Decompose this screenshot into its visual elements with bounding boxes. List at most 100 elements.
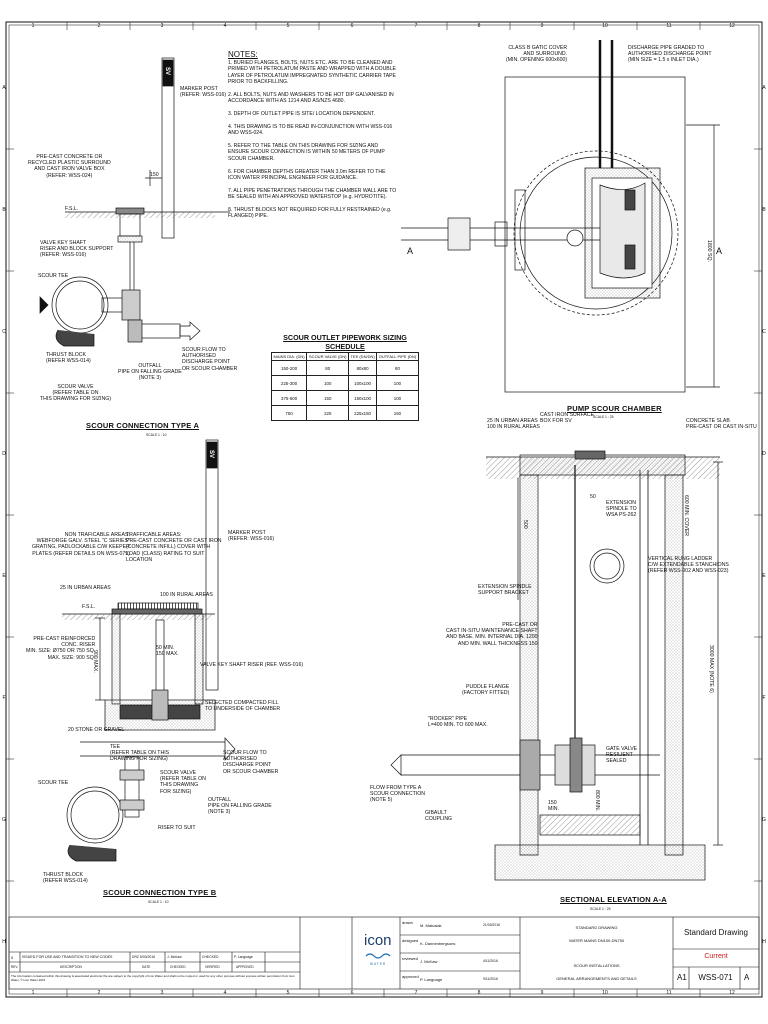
- grid-col-11-bottom: 11: [666, 990, 672, 996]
- dim-50-section: 50: [590, 494, 596, 500]
- table-cell: 150-200: [270, 360, 308, 376]
- grid-col-1-bottom: 1: [31, 990, 35, 996]
- dim-150-a: 150: [150, 172, 159, 178]
- notes-heading: NOTES:: [228, 50, 258, 59]
- rev-verified: CHECKED: [202, 955, 219, 959]
- role-drawn: drawn: [402, 920, 413, 925]
- stone-label-b: 20 STONE OR GRAVEL: [68, 727, 125, 733]
- table-cell: 100: [375, 390, 420, 406]
- gate-valve-label: GATE VALVE RESILIENT SEALED: [606, 746, 638, 765]
- grid-row-c-right: C: [762, 329, 766, 335]
- person-designed: K. Dannenbergsons: [420, 941, 456, 946]
- table-cell: 375-600: [270, 390, 308, 406]
- grid-col-5-bottom: 5: [286, 990, 290, 996]
- pump-chamber-scale: SCALE 1 : 25: [593, 415, 614, 419]
- table-cell: 225x150: [348, 405, 377, 421]
- note-3: 3. DEPTH OF OUTLET PIPE IS SITE/ LOCATIO…: [228, 110, 375, 117]
- thrust-block-label-a: THRUST BLOCK (REFER WSS-014): [46, 352, 91, 365]
- pump-chamber-plan: [401, 40, 720, 393]
- person-approved: P. Language: [420, 977, 443, 982]
- grid-col-12: 12: [729, 23, 735, 29]
- rev-checked: J. McKaw: [167, 955, 182, 959]
- person-drawn: M. Matusiak: [420, 923, 442, 928]
- grid-row-b: B: [2, 207, 6, 213]
- grid-row-b-right: B: [762, 207, 766, 213]
- dim-800-min: 800 MIN.: [594, 790, 601, 812]
- grid-row-e-right: E: [762, 573, 766, 579]
- fsl-label-a: F.S.L.: [65, 206, 79, 212]
- trafficable-label: TRAFFICABLE AREAS: PRE-CAST CONCRETE OR …: [126, 532, 222, 563]
- riser-suit-label-b: RISER TO SUIT: [158, 825, 196, 831]
- table-cell: 150: [375, 405, 420, 421]
- flow-from-label: FLOW FROM TYPE A SCOUR CONNECTION (NOTE …: [370, 785, 426, 804]
- table-cell: 80x80: [348, 360, 377, 376]
- scour-tee-label-a: SCOUR TEE: [38, 273, 69, 279]
- rev-header: DESCRIPTION: [60, 965, 82, 969]
- grid-col-1: 1: [31, 23, 35, 29]
- non-trafficable-label: NON TRAFICABLE AREAS: WEBFORGE GALV. STE…: [32, 532, 130, 557]
- type-b-scale: SCALE 1 : 10: [148, 900, 169, 904]
- note-2: 2. ALL BOLTS, NUTS AND WASHERS TO BE HOT…: [228, 91, 394, 105]
- riser-label-b: PRE-CAST REINFORCED CONC. RISER MIN. SIZ…: [26, 636, 96, 661]
- grid-col-8-bottom: 8: [477, 990, 481, 996]
- date-drawn: 21/03/2016: [483, 923, 500, 927]
- selected-fill-label-b: SELECTED COMPACTED FILL TO UNDERSIDE OF …: [205, 700, 281, 713]
- dim-900-b: 900 MAX.: [92, 650, 99, 673]
- sheet-size: A1: [677, 973, 687, 982]
- schedule-header: MAINS DIA. (DN): [270, 352, 308, 361]
- grid-col-12-bottom: 12: [729, 990, 735, 996]
- table-row: 225-300 100 100x100 100: [270, 375, 420, 391]
- rocker-pipe-label: "ROCKER" PIPE L=400 MIN. TO 600 MAX.: [428, 716, 488, 729]
- grid-row-h: H: [2, 939, 6, 945]
- scour-valve-label-a: SCOUR VALVE (REFER TABLE ON THIS DRAWING…: [40, 384, 111, 403]
- grid-row-d: D: [2, 451, 6, 457]
- sv-marker-a: SV: [164, 67, 171, 76]
- min-150-label: 150 MIN.: [548, 800, 559, 813]
- marker-post-label-a: MARKER POST (REFER: WSS-016): [180, 86, 227, 99]
- dim-500-section: 500: [522, 520, 529, 529]
- revision-letter: A: [744, 973, 750, 982]
- status-badge: Current: [704, 953, 728, 960]
- type-b-title: SCOUR CONNECTION TYPE B: [103, 888, 217, 897]
- section-mark-right: A: [716, 246, 723, 256]
- person-reviewed: J. McKaw: [420, 959, 438, 964]
- rev-header: REV.: [11, 965, 19, 969]
- grid-col-10-bottom: 10: [602, 990, 608, 996]
- grid-col-10: 10: [602, 23, 608, 29]
- note-4: 4. THIS DRAWING IS TO BE READ IN-CONJUNC…: [228, 123, 393, 137]
- logo-subtitle: WATER: [370, 962, 387, 966]
- class-b-cover-label: CLASS B GATIC COVER AND SURROUND. (MIN. …: [506, 45, 568, 64]
- section-aa-title: SECTIONAL ELEVATION A-A: [560, 895, 667, 904]
- min-max-label-b: 50 MIN. 150 MAX.: [156, 645, 179, 658]
- section-aa: [390, 450, 723, 881]
- section-aa-scale: SCALE 1 : 25: [590, 907, 611, 911]
- note-8: 8. THRUST BLOCKS NOT REQUIRED FOR FULLY …: [228, 206, 392, 220]
- rural-areas-label-b: 100 IN RURAL AREAS: [160, 592, 213, 598]
- scour-flow-label-b: SCOUR FLOW TO AUTHORISED DISCHARGE POINT…: [223, 750, 279, 775]
- role-designed: designed: [402, 938, 419, 943]
- tee-label-b: TEE (REFER TABLE ON THIS DRAWING FOR SIZ…: [110, 744, 170, 763]
- ladder-label: VERTICAL RUNG LADDER C/W EXTENDABLE STAN…: [648, 556, 729, 575]
- grid-col-3-bottom: 3: [160, 990, 164, 996]
- grid-row-a: A: [2, 85, 6, 91]
- grid-row-a-right: A: [762, 85, 766, 91]
- table-cell: 150x100: [348, 390, 377, 406]
- table-cell: 80: [306, 360, 350, 376]
- outfall-label-a: OUTFALL PIPE ON FALLING GRADE (NOTE 3): [118, 363, 182, 382]
- grid-col-3: 3: [160, 23, 164, 29]
- extension-spindle-label: EXTENSION SPINDLE TO WSA PS-262: [606, 500, 637, 519]
- section-mark-left: A: [407, 246, 414, 256]
- grid-col-7-bottom: 7: [414, 990, 418, 996]
- schedule-header: SCOUR VALVE (DN): [306, 352, 350, 361]
- urban-rural-label-section: 25 IN URBAN AREAS 100 IN RURAL AREAS: [487, 418, 540, 431]
- table-cell: 80: [375, 360, 420, 376]
- table-cell: 225: [306, 405, 350, 421]
- rev-date: DRZ 5/03/2016: [132, 955, 155, 959]
- grid-row-g-right: G: [762, 817, 766, 823]
- fsl-label-b: F.S.L.: [82, 604, 96, 610]
- grid-col-6-bottom: 6: [350, 990, 354, 996]
- grid-col-5: 5: [286, 23, 290, 29]
- scour-valve-label-b: SCOUR VALVE (REFER TABLE ON THIS DRAWING…: [160, 770, 206, 795]
